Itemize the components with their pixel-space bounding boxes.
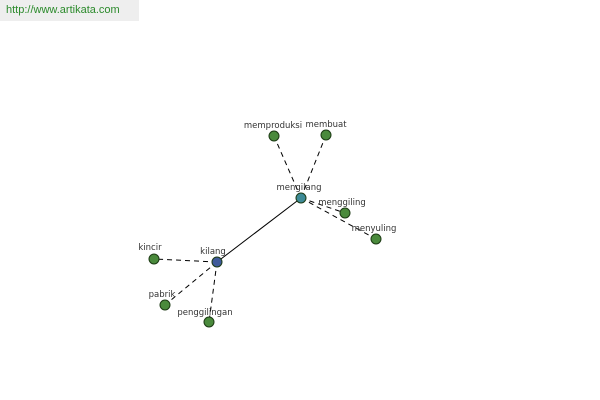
edge-kilang-mengilang [216,197,302,263]
label-kincir: kincir [138,243,162,253]
node-kilang[interactable] [211,256,223,268]
label-membuat: membuat [305,120,347,130]
label-menyuling: menyuling [352,224,397,234]
edge-kilang-kincir [153,258,218,263]
node-penggilingan[interactable] [203,316,215,328]
node-menggiling[interactable] [339,207,351,219]
url-banner[interactable]: http://www.artikata.com [0,0,139,21]
edge-mengilang-membuat [300,134,327,199]
label-pabrik: pabrik [149,290,176,300]
node-mengilang[interactable] [295,192,307,204]
node-memproduksi[interactable] [268,130,280,142]
node-menyuling[interactable] [370,233,382,245]
edge-mengilang-menggiling [300,197,346,214]
edge-kilang-penggilingan [208,261,218,323]
edge-kilang-pabrik [164,261,218,306]
node-pabrik[interactable] [159,299,171,311]
label-mengilang: mengilang [276,183,321,193]
label-memproduksi: memproduksi [244,121,302,131]
node-kincir[interactable] [148,253,160,265]
label-menggiling: menggiling [318,198,366,208]
label-kilang: kilang [200,247,226,257]
node-membuat[interactable] [320,129,332,141]
label-penggilingan: penggilingan [177,308,232,318]
edge-mengilang-memproduksi [273,135,302,199]
